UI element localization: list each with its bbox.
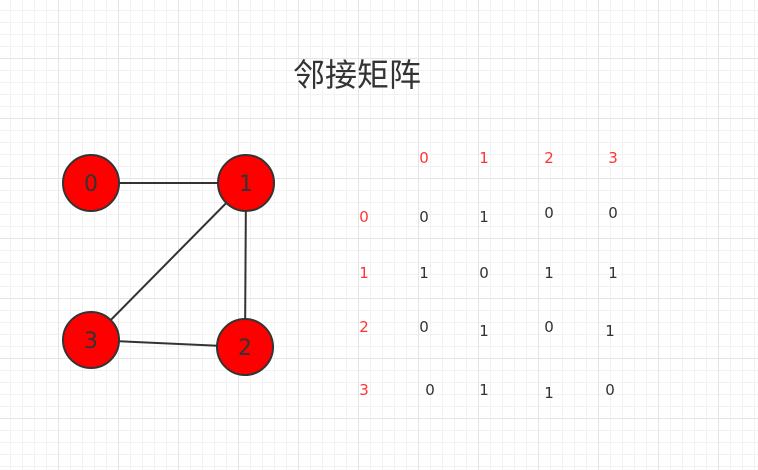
matrix-cell-0-3: 0 (608, 204, 618, 222)
matrix-cell-3-1: 1 (479, 381, 489, 399)
node-circle (217, 154, 275, 212)
matrix-row-header-3: 3 (359, 381, 369, 399)
matrix-cell-1-2: 1 (544, 264, 554, 282)
matrix-cell-3-0: 0 (425, 381, 435, 399)
node-circle (216, 318, 274, 376)
matrix-cell-0-1: 1 (479, 208, 489, 226)
graph-edges (90, 182, 247, 348)
node-0: 0 (62, 154, 120, 212)
node-1: 1 (217, 154, 275, 212)
matrix-row-header-1: 1 (359, 264, 369, 282)
matrix-cell-1-0: 1 (419, 264, 429, 282)
matrix-cell-0-2: 0 (544, 204, 554, 222)
matrix-cell-2-3: 1 (605, 322, 615, 340)
adjacency-matrix: 0 1 2 3 0 1 2 3 0 1 0 0 1 0 1 1 0 1 0 1 0 1 1 0 (359, 149, 618, 402)
matrix-cell-3-2: 1 (544, 384, 554, 402)
matrix-cell-2-0: 0 (419, 318, 429, 336)
node-circle (62, 311, 120, 369)
node-2: 2 (216, 318, 274, 376)
node-label: 3 (84, 329, 98, 354)
matrix-cell-3-3: 0 (605, 381, 615, 399)
node-3: 3 (62, 311, 120, 369)
matrix-cell-1-1: 0 (479, 264, 489, 282)
matrix-cell-2-1: 1 (479, 322, 489, 340)
node-circle (62, 154, 120, 212)
node-label: 0 (84, 172, 98, 197)
matrix-cell-0-0: 0 (419, 208, 429, 226)
edge-1-3 (90, 182, 247, 341)
node-label: 1 (239, 172, 253, 197)
page-title: 邻接矩阵 (293, 56, 421, 94)
matrix-row-header-0: 0 (359, 208, 369, 226)
matrix-col-header-0: 0 (419, 149, 429, 167)
matrix-col-header-3: 3 (608, 149, 618, 167)
matrix-cell-2-2: 0 (544, 318, 554, 336)
matrix-col-header-1: 1 (479, 149, 489, 167)
matrix-col-header-2: 2 (544, 149, 554, 167)
matrix-row-header-2: 2 (359, 318, 369, 336)
node-label: 2 (238, 336, 252, 361)
graph-nodes: 0 1 2 3 (62, 154, 275, 376)
matrix-cell-1-3: 1 (608, 264, 618, 282)
